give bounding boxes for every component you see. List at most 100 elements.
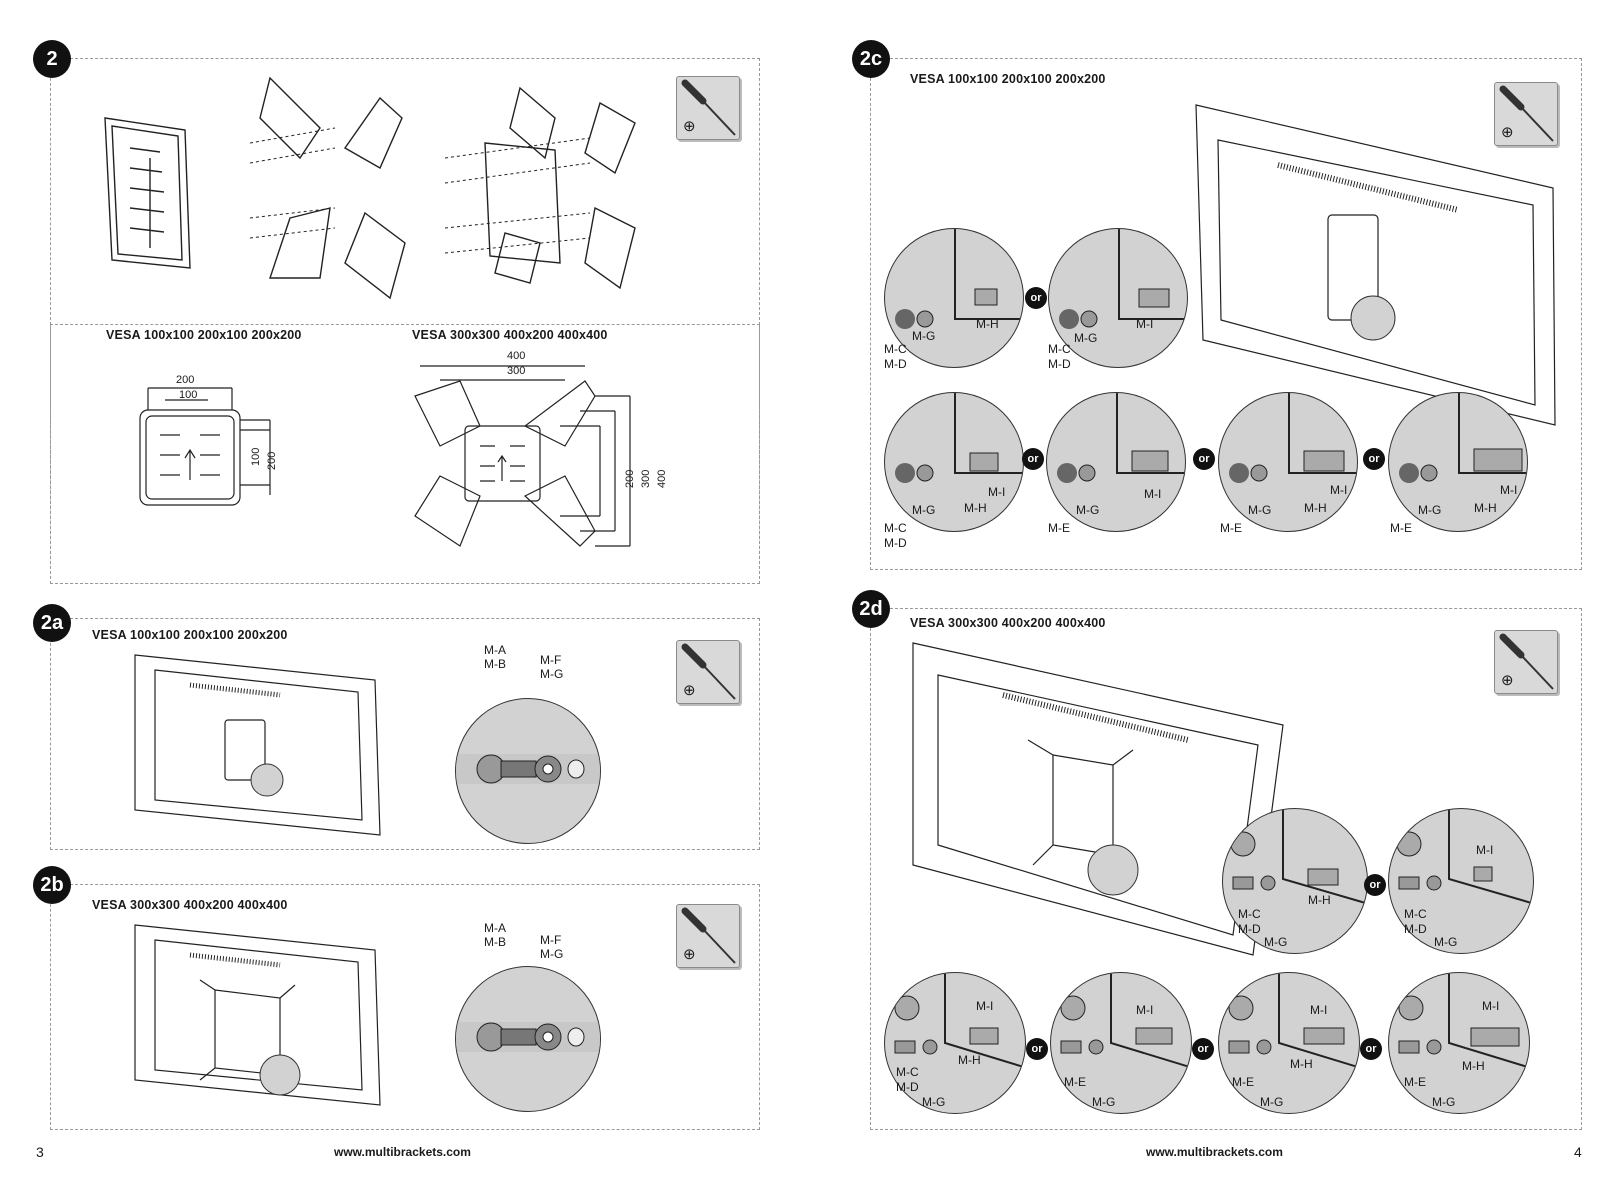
label-m-h: M-H — [958, 1053, 981, 1067]
label-m-i: M-I — [988, 485, 1006, 499]
label-m-a: M-A — [484, 643, 506, 657]
dim-200-top: 200 — [176, 374, 195, 386]
screwdriver-tool-box: ⊕ — [676, 640, 740, 704]
phillips-symbol: ⊕ — [1501, 672, 1514, 689]
label-m-i: M-I — [1144, 487, 1162, 501]
screwdriver-tool-box: ⊕ — [676, 904, 740, 968]
step-2b-badge: 2b — [33, 866, 71, 904]
screw-detail-circle — [455, 966, 601, 1112]
label-m-c: M-C — [896, 1065, 919, 1079]
or-separator: or — [1026, 1038, 1048, 1060]
label-m-d: M-D — [1404, 922, 1427, 936]
label-m-d: M-D — [884, 357, 907, 371]
phillips-symbol: ⊕ — [1501, 124, 1514, 141]
step-2b-vesa-label: VESA 300x300 400x200 400x400 — [92, 898, 288, 912]
screwdriver-icon — [681, 643, 736, 700]
label-m-i: M-I — [976, 999, 994, 1013]
dim-400-large-side: 400 — [656, 469, 668, 488]
label-m-d: M-D — [896, 1080, 919, 1094]
step-2a-panel — [50, 618, 760, 850]
or-separator: or — [1022, 448, 1044, 470]
large-plate-drawing — [414, 365, 631, 547]
dim-200-side: 200 — [266, 451, 278, 470]
label-m-g: M-G — [1092, 1095, 1116, 1109]
label-m-g: M-G — [1418, 503, 1442, 517]
tv-back-2c — [1195, 104, 1556, 426]
right-page: 2c VESA 100x100 200x100 200x200 ⊕ or M-C… — [808, 0, 1616, 1191]
label-m-i: M-I — [1310, 1003, 1328, 1017]
label-m-g: M-G — [1432, 1095, 1456, 1109]
screwdriver-tool-box: ⊕ — [1494, 630, 1558, 694]
label-m-a: M-A — [484, 921, 506, 935]
dim-100-top: 100 — [179, 389, 198, 401]
label-m-b: M-B — [484, 935, 506, 949]
detail-circle-d3 — [884, 972, 1026, 1114]
or-separator: or — [1363, 448, 1385, 470]
or-separator: or — [1192, 1038, 1214, 1060]
dim-300-large-side: 300 — [640, 469, 652, 488]
label-m-c: M-C — [884, 342, 907, 356]
bracket-assembly-illustration — [104, 76, 636, 300]
label-m-g: M-G — [540, 667, 564, 681]
label-m-i: M-I — [1330, 483, 1348, 497]
label-m-e: M-E — [1232, 1075, 1254, 1089]
dim-400-top: 400 — [507, 350, 526, 362]
left-page: 2 ⊕ — [33, 40, 760, 1160]
phillips-symbol: ⊕ — [683, 682, 696, 699]
detail-circle-d1 — [1222, 808, 1368, 954]
detail-circle-d2 — [1388, 808, 1534, 954]
label-m-h: M-H — [1290, 1057, 1313, 1071]
label-m-g: M-G — [912, 329, 936, 343]
step-2-badge: 2 — [33, 40, 71, 78]
label-m-h: M-H — [1474, 501, 1497, 515]
footer-url: www.multibrackets.com — [334, 1145, 471, 1159]
screwdriver-tool-box: ⊕ — [1494, 82, 1558, 146]
label-m-e: M-E — [1404, 1075, 1426, 1089]
detail-circle-c6 — [1388, 392, 1528, 532]
label-m-i: M-I — [1482, 999, 1500, 1013]
label-m-c: M-C — [1048, 342, 1071, 356]
screwdriver-icon — [1499, 85, 1554, 142]
label-m-e: M-E — [1390, 521, 1412, 535]
screwdriver-icon — [681, 907, 736, 964]
step-2-dimensions-panel — [50, 324, 760, 584]
label-m-d: M-D — [884, 536, 907, 550]
label-m-g: M-G — [1074, 331, 1098, 345]
label-m-g: M-G — [1264, 935, 1288, 949]
dim-200-large-side: 200 — [624, 469, 636, 488]
label-m-g: M-G — [1434, 935, 1458, 949]
label-m-h: M-H — [1462, 1059, 1485, 1073]
label-m-h: M-H — [1304, 501, 1327, 515]
label-m-e: M-E — [1220, 521, 1242, 535]
or-separator: or — [1193, 448, 1215, 470]
or-separator: or — [1025, 287, 1047, 309]
vesa-large-label: VESA 300x300 400x200 400x400 — [412, 328, 608, 342]
vesa-small-label: VESA 100x100 200x100 200x200 — [106, 328, 302, 342]
label-m-g: M-G — [1248, 503, 1272, 517]
step-2a-badge: 2a — [33, 604, 71, 642]
label-m-g: M-G — [1260, 1095, 1284, 1109]
step-2d-panel — [870, 608, 1582, 1130]
screwdriver-icon — [681, 79, 736, 136]
detail-circle-c3 — [884, 392, 1024, 532]
label-m-f: M-F — [540, 653, 562, 667]
label-m-i: M-I — [1500, 483, 1518, 497]
detail-circle-c1 — [884, 228, 1024, 368]
screw-detail-circle — [455, 698, 601, 844]
step-2a-vesa-label: VESA 100x100 200x100 200x200 — [92, 628, 288, 642]
detail-circle-c4 — [1046, 392, 1186, 532]
step-2d-vesa-label: VESA 300x300 400x200 400x400 — [910, 616, 1106, 630]
page-number: 4 — [1574, 1144, 1582, 1160]
step-2c-vesa-label: VESA 100x100 200x100 200x200 — [910, 72, 1106, 86]
tv-back-large-plate — [134, 924, 381, 1106]
detail-circle-d5 — [1218, 972, 1360, 1114]
dim-100-side: 100 — [250, 447, 262, 466]
screwdriver-icon — [1499, 633, 1554, 690]
label-m-i: M-I — [1476, 843, 1494, 857]
or-separator: or — [1364, 874, 1386, 896]
step-2c-panel — [870, 58, 1582, 570]
page-number: 3 — [36, 1144, 44, 1160]
label-m-d: M-D — [1048, 357, 1071, 371]
label-m-g: M-G — [922, 1095, 946, 1109]
step-2b-panel — [50, 884, 760, 1130]
